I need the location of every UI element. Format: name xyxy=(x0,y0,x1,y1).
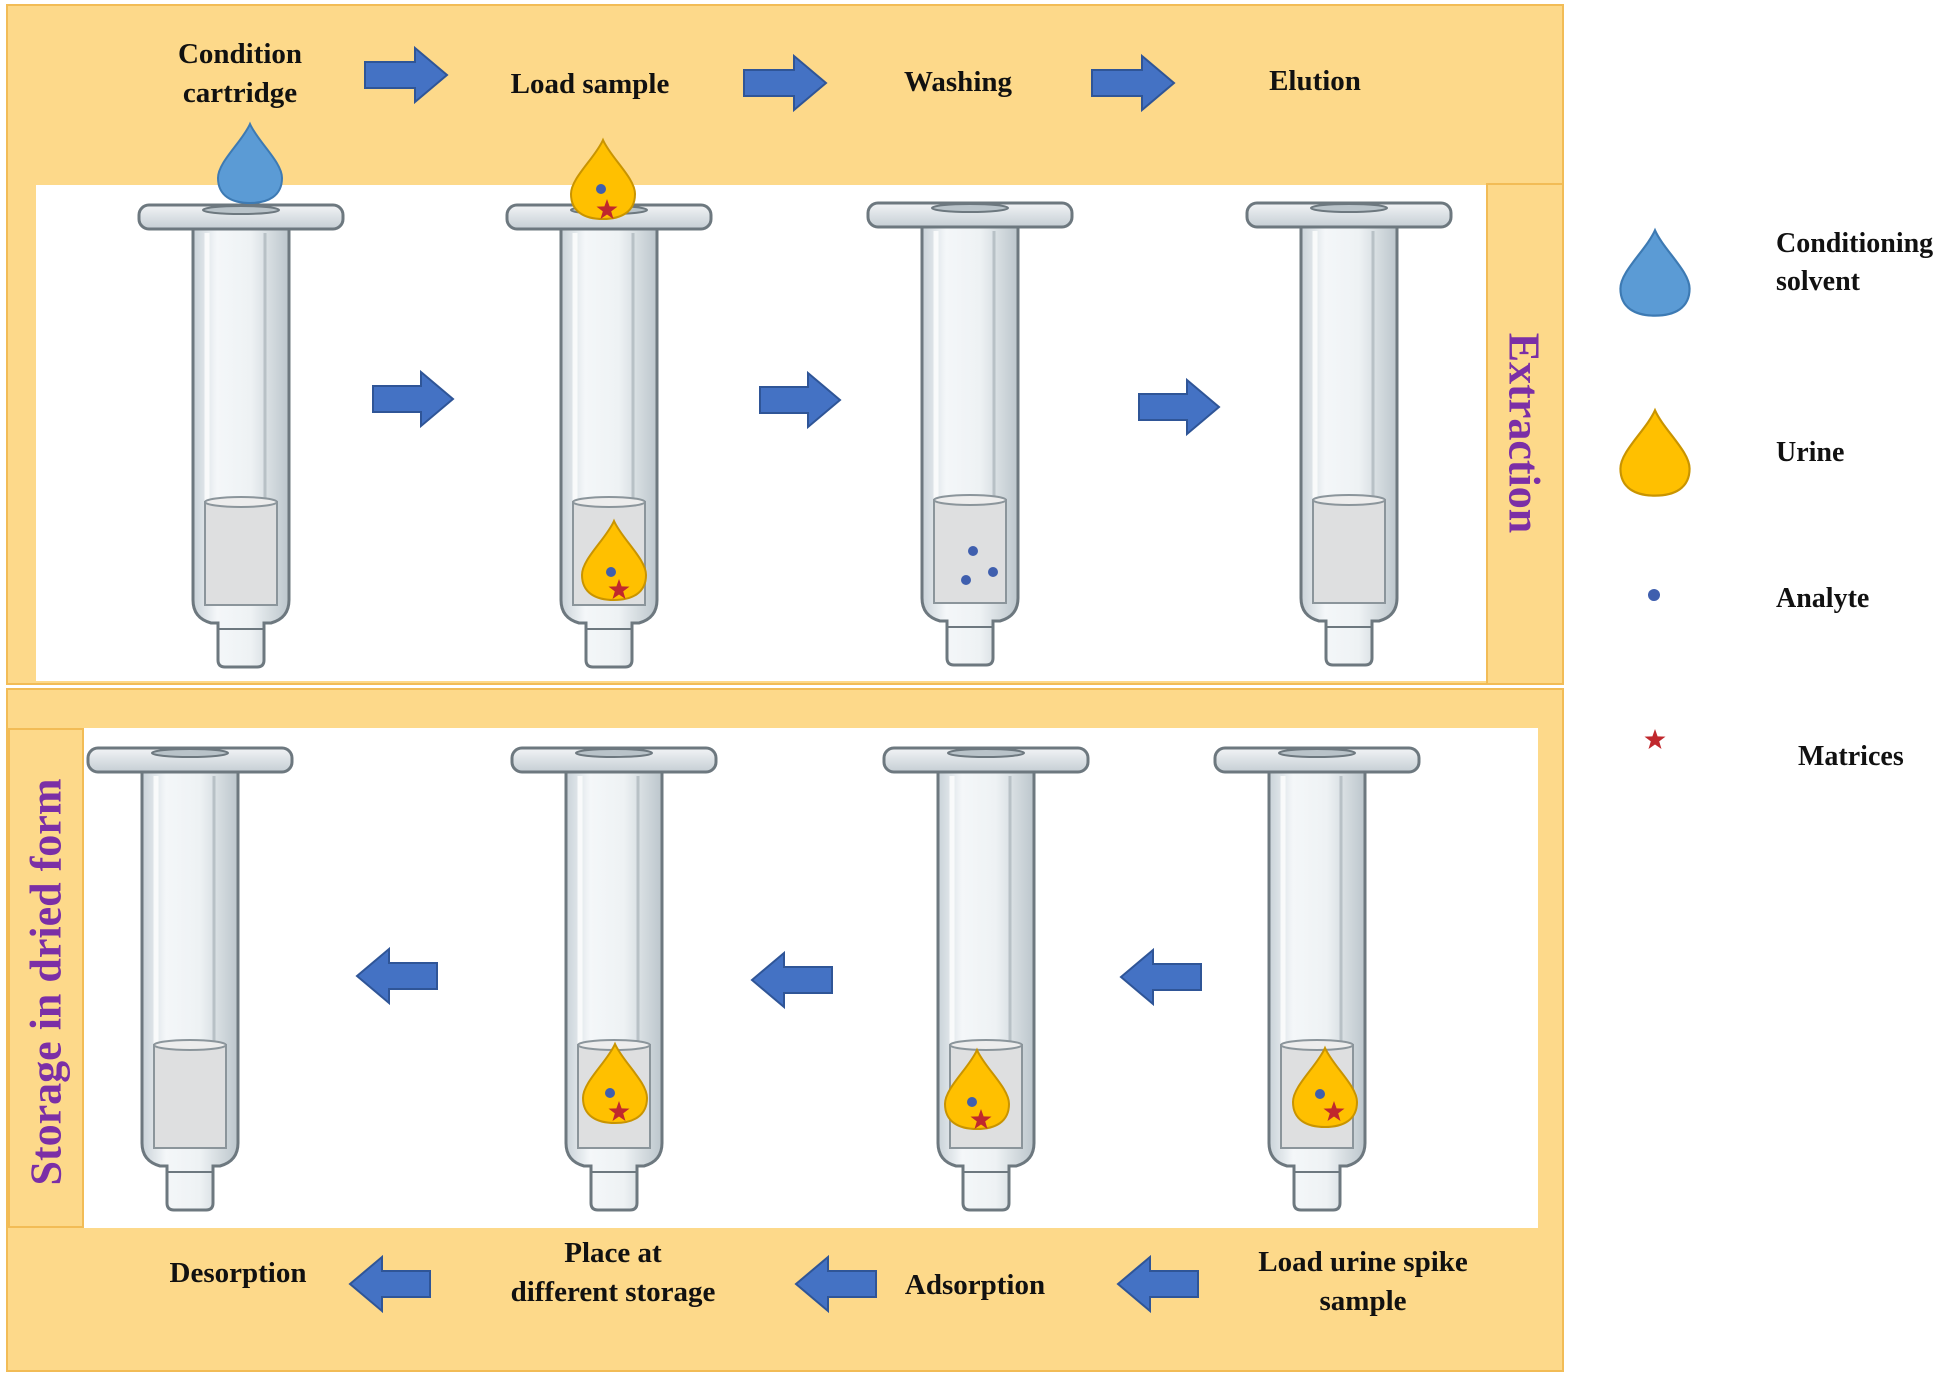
cartridge-washing xyxy=(868,203,1072,665)
urine-drop-load-urine-spike xyxy=(1292,1047,1358,1128)
cartridge-condition xyxy=(139,205,343,667)
legend-label-urine: Urine xyxy=(1776,437,1845,468)
extraction-side-strip xyxy=(1486,183,1564,685)
arrow-right-mid-2 xyxy=(759,370,842,430)
step-label-place-at-storage: Place at different storage xyxy=(510,1237,716,1309)
analyte-dot xyxy=(606,567,616,577)
legend-conditioning-drop-icon xyxy=(1619,229,1691,317)
matrix-star xyxy=(970,1109,992,1129)
cartridge-elution xyxy=(1247,203,1451,665)
matrix-star xyxy=(608,1101,630,1121)
cartridge-desorption xyxy=(88,748,292,1210)
cartridge-load-urine-spike xyxy=(1215,748,1419,1210)
step-label-load-urine-spike: Load urine spike sample xyxy=(1258,1246,1468,1318)
legend-urine-drop-icon xyxy=(1619,409,1691,497)
arrow-right-top-3 xyxy=(1091,53,1176,113)
matrix-star xyxy=(1323,1101,1345,1121)
cartridge-place-storage xyxy=(512,748,716,1210)
conditioning-drop xyxy=(217,123,283,204)
cartridge-adsorption xyxy=(884,748,1088,1210)
analyte-dot xyxy=(605,1088,615,1098)
arrow-left-mid-3 xyxy=(1119,947,1202,1007)
step-label-adsorption: Adsorption xyxy=(904,1269,1046,1301)
urine-drop-top xyxy=(570,139,636,220)
matrix-star xyxy=(608,579,630,599)
analyte-dot xyxy=(961,575,971,585)
legend-analyte-dot-icon xyxy=(1648,589,1660,601)
arrow-right-mid-3 xyxy=(1138,377,1221,437)
legend-label-conditioning-solvent: Conditioning solvent xyxy=(1776,228,1934,297)
legend-matrix-star-icon xyxy=(1644,729,1666,749)
legend-label-matrices: Matrices xyxy=(1798,741,1904,772)
urine-drop-place-storage xyxy=(582,1043,648,1124)
arrow-left-mid-2 xyxy=(750,950,833,1010)
urine-drop-in-bed xyxy=(581,520,647,601)
storage-side-strip xyxy=(8,728,84,1228)
analyte-dot xyxy=(968,546,978,556)
arrow-left-bottom-1 xyxy=(348,1254,431,1314)
arrow-right-mid-1 xyxy=(372,369,455,429)
step-label-desorption: Desorption xyxy=(169,1257,307,1289)
urine-drop-adsorption xyxy=(944,1049,1010,1130)
arrow-left-bottom-2 xyxy=(794,1254,877,1314)
analyte-dot xyxy=(596,184,606,194)
step-label-load-sample: Load sample xyxy=(510,68,670,100)
arrow-left-mid-1 xyxy=(355,946,438,1006)
legend-label-analyte: Analyte xyxy=(1776,583,1870,614)
washing-analytes xyxy=(961,546,998,585)
arrow-right-top-1 xyxy=(364,45,449,105)
step-label-condition-cartridge: Condition cartridge xyxy=(177,38,303,110)
analyte-dot xyxy=(1315,1089,1325,1099)
analyte-dot xyxy=(967,1097,977,1107)
analyte-dot xyxy=(988,567,998,577)
step-label-elution: Elution xyxy=(1269,65,1361,97)
matrix-star xyxy=(596,199,618,219)
step-label-washing: Washing xyxy=(904,66,1012,98)
arrow-left-bottom-3 xyxy=(1116,1254,1199,1314)
arrow-right-top-2 xyxy=(743,53,828,113)
